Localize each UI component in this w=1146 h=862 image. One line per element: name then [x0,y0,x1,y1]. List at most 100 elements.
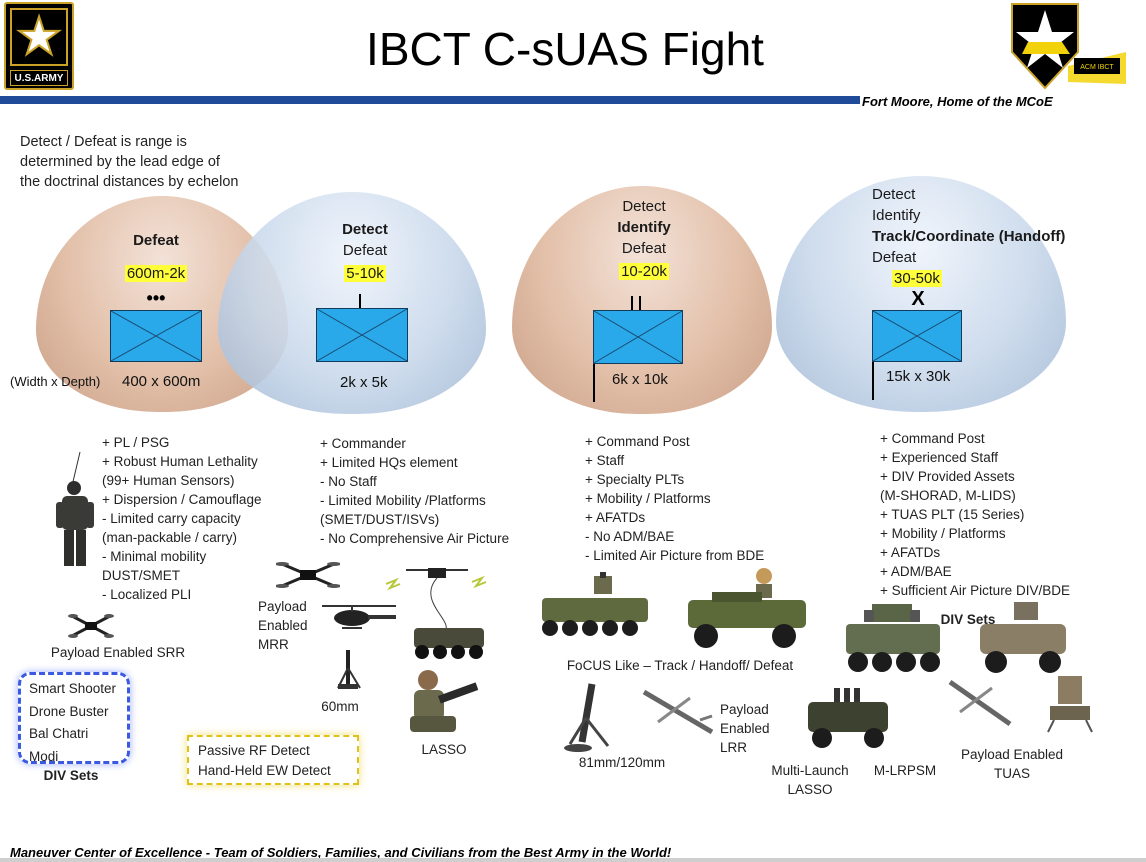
dome-brigade [776,176,1066,412]
list-item: + PL / PSG [102,435,170,450]
list-item: + ADM/BAE [880,564,952,579]
range-label: 600m-2k [124,265,188,282]
m-shorad-vehicle-icon [842,602,944,676]
focus-vehicle-icon [536,572,654,640]
list-item: + TUAS PLT (15 Series) [880,507,1025,522]
list-item: + AFATDs [880,545,941,560]
list-item: + AFATDs [585,510,646,525]
caption-lasso: LASSO [421,742,467,757]
caption-srr: Payload Enabled SRR [50,645,186,660]
echelon-symbol [359,294,361,308]
list-item: + Dispersion / Camouflage [102,492,262,507]
caption-mrr: Payload Enabled MRR [258,597,308,654]
staff-line [872,362,874,400]
unit-crest-icon: ACM IBCT [1008,2,1128,90]
caption-line: Multi-Launch [771,763,849,778]
dimension-label: 6k x 10k [612,371,668,388]
list-item: + Specialty PLTs [585,472,685,487]
company-capability-list: + Commander + Limited HQs element - No S… [320,434,509,548]
mortar-81-120mm-icon [562,682,620,754]
ew-detect-box: Passive RF Detect Hand-Held EW Detect [187,735,359,785]
multi-launch-lasso-vehicle-icon [804,686,892,750]
capability-label: Defeat [342,242,388,259]
radar-icon [1044,676,1096,734]
list-item: (M-SHORAD, M-LIDS) [880,488,1016,503]
footer-text: Maneuver Center of Excellence - Team of … [10,845,672,860]
range-label: 30-50k [892,270,942,287]
capability-label: Defeat [872,249,917,266]
helicopter-drone-icon [318,598,400,638]
list-item: DUST/SMET [102,568,181,583]
capability-label: Defeat [621,240,667,257]
caption-line: TUAS [993,766,1030,781]
caption-tuas: Payload Enabled TUAS [950,745,1074,783]
intro-text: Detect / Defeat is range is determined b… [20,132,280,192]
intro-line: determined by the lead edge of [20,154,220,170]
caption-div-sets: DIV Sets [43,768,99,783]
list-item: - No Comprehensive Air Picture [320,531,510,546]
intro-line: the doctrinal distances by echelon [20,174,239,190]
list-item: + Mobility / Platforms [585,491,711,506]
page-title: IBCT C-sUAS Fight [366,23,764,75]
caption-line: Payload Enabled [960,747,1064,762]
dimension-label: 15k x 30k [886,368,951,385]
echelon-symbol [639,296,641,310]
caption-multi-launch-lasso: Multi-Launch LASSO [760,761,860,799]
capability-label: Identify [617,219,671,236]
list-item: - No Staff [320,474,377,489]
list-item: + DIV Provided Assets [880,469,1015,484]
list-item: Hand-Held EW Detect [198,763,331,778]
us-army-logo: ★ U.S.ARMY [4,2,74,90]
caption-line: Enabled [720,721,770,736]
caption-line: Payload [258,599,307,614]
footer-rule [0,858,1146,862]
caption-line: MRR [258,637,289,652]
caption-81-120mm: 81mm/120mm [578,755,666,770]
list-item: - Limited Mobility /Platforms [320,493,486,508]
crest-text: ACM IBCT [1080,64,1114,71]
dome-battalion-label: Detect Identify Defeat 10-20k [594,196,694,282]
range-label: 10-20k [619,263,669,280]
logo-text: U.S.ARMY [10,70,68,86]
list-item: (SMET/DUST/ISVs) [320,512,440,527]
star-icon: ★ [10,8,68,66]
staff-line [593,364,595,402]
tuas-uav-icon [946,676,1014,732]
dome-battalion [512,186,772,414]
header-rule [0,96,860,104]
echelon-symbol: ••• [146,288,166,308]
unit-symbol-battalion [593,310,683,364]
caption-div-sets: DIV Sets [940,612,996,627]
caption-60mm: 60mm [321,699,359,714]
caption-m-lrpsm: M-LRPSM [873,763,937,778]
unit-symbol-company [316,308,408,362]
div-sets-box: Smart Shooter Drone Buster Bal Chatri Mo… [18,672,130,764]
unit-symbol-platoon [110,310,202,362]
mrr-quadcopter-icon [276,558,340,592]
platoon-capability-list: + PL / PSG + Robust Human Lethality (99+… [102,433,261,604]
list-item: Passive RF Detect [198,743,310,758]
echelon-symbol [631,296,633,310]
list-item: + Sufficient Air Picture DIV/BDE [880,583,1070,598]
capability-label: Detect [622,198,666,215]
list-item: - Minimal mobility [102,549,207,564]
isv-vehicle-icon [682,566,810,652]
list-item: - No ADM/BAE [585,529,675,544]
brigade-capability-list: + Command Post + Experienced Staff + DIV… [880,429,1070,600]
list-item: (99+ Human Sensors) [102,473,235,488]
list-item: + Commander [320,436,406,451]
capability-label: Detect [342,221,388,238]
list-item: Modi [29,748,59,764]
echelon-symbol: X [911,288,925,310]
lrr-uav-icon [640,684,716,740]
list-item: + Limited HQs element [320,455,458,470]
dome-platoon-label: Defeat 600m-2k [96,230,216,284]
dimension-label: 2k x 5k [340,374,388,391]
list-item: - Limited Air Picture from BDE [585,548,765,563]
dome-company [218,192,486,414]
capability-label: Identify [872,207,921,224]
caption-line: Payload [720,702,769,717]
battalion-capability-list: + Command Post + Staff + Specialty PLTs … [585,432,764,565]
caption-line: LRR [720,740,748,755]
list-item: Smart Shooter [29,681,117,696]
